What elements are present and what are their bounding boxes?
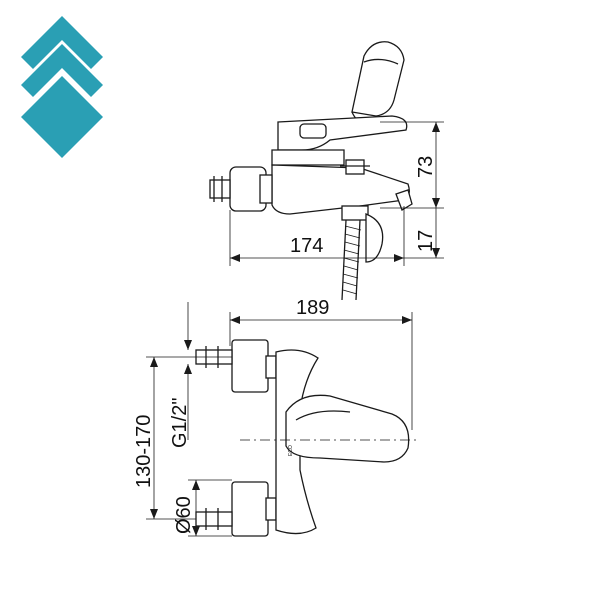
dim-174-label: 174 [290,235,323,257]
dimension-73: 73 [380,121,444,209]
diverter-knob [365,213,384,263]
mixer-body [271,149,345,166]
lever-front [285,394,410,463]
dimension-17: 17 [404,208,444,259]
dim-73-label: 73 [415,156,437,178]
upper-eccentric-connector [195,339,277,393]
shower-hose [341,219,362,301]
hose-holder-top [345,159,365,175]
front-view: 189 ECO G1 [133,297,420,537]
dimension-diameter: Ø60 [173,479,232,537]
lever-handle [277,115,408,151]
spout [271,164,410,215]
spout-outlet [395,189,413,211]
brand-logo [21,16,103,158]
top-view: 73 17 174 [209,41,444,301]
dim-17-label: 17 [415,230,437,252]
dimension-130-170: 130-170 [133,356,232,520]
dimension-174: 174 [229,206,405,266]
dim-189-label: 189 [296,297,329,319]
brand-mark: ECO [288,445,294,456]
dim-diameter-label: Ø60 [173,496,195,534]
lever-cap [299,123,327,139]
hand-shower-head [351,41,405,124]
dim-130-170-label: 130-170 [133,415,155,488]
eccentric-connector [209,166,273,212]
dim-thread-label: G1/2" [169,398,191,448]
stacked-diamond-logo-icon [21,16,103,158]
hose-connector [341,205,369,221]
lower-eccentric-connector [195,481,277,537]
dimension-189: 189 [229,297,413,430]
dimension-thread: G1/2" [169,302,192,448]
